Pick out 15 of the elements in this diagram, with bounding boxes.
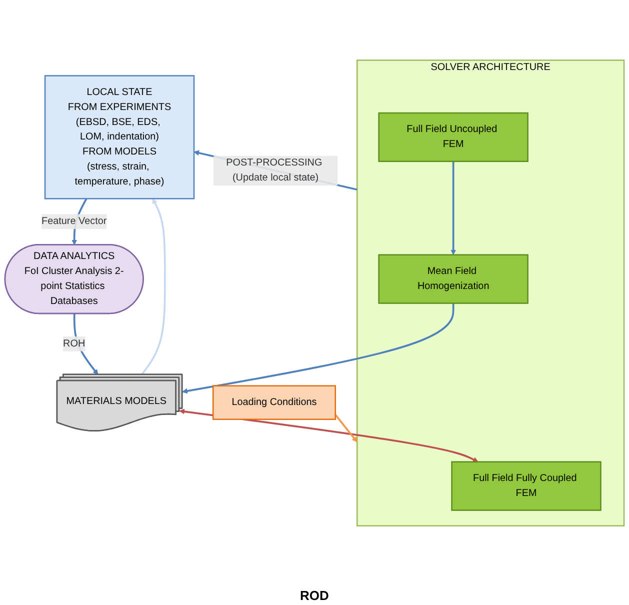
node-box: Full Field Fully Coupled FEM: [451, 461, 602, 511]
arrow: [140, 198, 166, 376]
arrow: [450, 161, 456, 256]
node-box: LOCAL STATE FROM EXPERIMENTS (EBSD, BSE, EDS, LOM, indentation) FROM MODELS (stress, strain, temperature, phase): [44, 75, 195, 200]
edge-label: POST-PROCESSING (Update local state): [226, 158, 322, 184]
edge-label: ROH: [63, 338, 86, 349]
arrow: [73, 314, 98, 375]
node-box: Loading Conditions: [212, 385, 336, 420]
arrow: [179, 408, 478, 462]
node-box: Mean Field Homogenization: [378, 254, 528, 304]
arrow: [334, 414, 358, 442]
arrow: [182, 303, 454, 394]
text-label: ROD: [300, 588, 329, 603]
edge-label: Feature Vector: [42, 216, 107, 227]
node-box: Full Field Uncoupled FEM: [378, 112, 528, 162]
